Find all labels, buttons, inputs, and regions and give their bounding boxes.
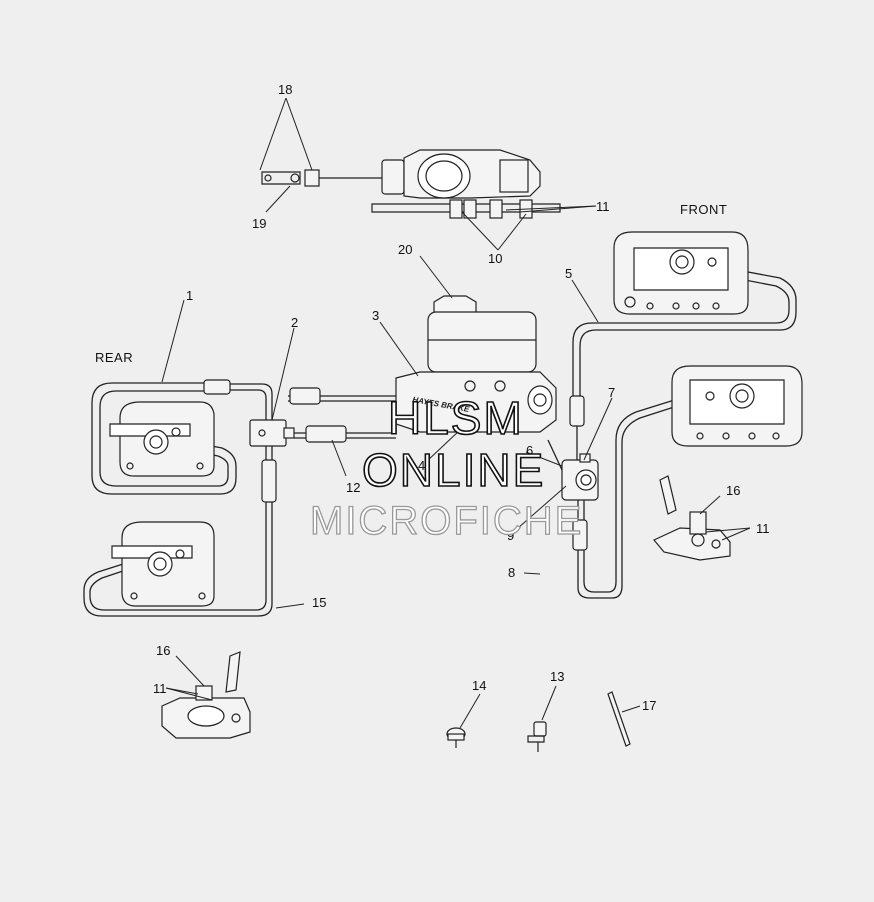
master-cylinder: HAYES BRAKE: [395, 295, 557, 433]
callout-6: 6: [526, 443, 533, 458]
callout-17: 17: [642, 698, 656, 713]
front-upper-caliper: [613, 231, 749, 315]
callout-numbers: 1 2 3 4 5 6 7 8 9 10 11 11 11 12 13 14 1…: [153, 82, 770, 713]
rear-bleeder-assembly: [161, 651, 251, 739]
callout-5: 5: [565, 266, 572, 281]
callout-2: 2: [291, 315, 298, 330]
front-label: FRONT: [680, 202, 727, 217]
callout-19: 19: [252, 216, 266, 231]
watermark-line-1: HLSM: [388, 392, 524, 444]
callout-18: 18: [278, 82, 292, 97]
callout-20: 20: [398, 242, 412, 257]
callout-10: 10: [488, 251, 502, 266]
watermark: HLSM ONLINE MICROFICHE: [309, 391, 583, 543]
callout-3: 3: [372, 308, 379, 323]
callout-16-front: 16: [726, 483, 740, 498]
watermark-line-3: MICROFICHE: [310, 499, 583, 543]
part-13-bleeder: [527, 721, 547, 752]
watermark-line-2: ONLINE: [362, 444, 545, 496]
leader-lines: [161, 97, 751, 729]
callout-15: 15: [312, 595, 326, 610]
part-14-cap: [446, 727, 466, 748]
callout-4: 4: [418, 458, 425, 473]
rear-upper-caliper: [109, 401, 215, 477]
callout-13: 13: [550, 669, 564, 684]
callout-11-top: 11: [596, 199, 610, 214]
part-17-pin: [607, 691, 631, 747]
callout-16-rear: 16: [156, 643, 170, 658]
front-bleeder-assembly: [653, 475, 731, 561]
front-lower-caliper: [671, 365, 803, 447]
callout-1: 1: [186, 288, 193, 303]
callout-14: 14: [472, 678, 486, 693]
callout-11-rear: 11: [153, 681, 167, 696]
callout-12: 12: [346, 480, 360, 495]
callout-11-front: 11: [756, 521, 770, 536]
callout-8: 8: [508, 565, 515, 580]
brake-lever-assembly: [261, 149, 561, 219]
callout-7: 7: [608, 385, 615, 400]
callout-9: 9: [507, 528, 514, 543]
rear-lower-caliper: [111, 521, 215, 607]
rear-label: REAR: [95, 350, 133, 365]
